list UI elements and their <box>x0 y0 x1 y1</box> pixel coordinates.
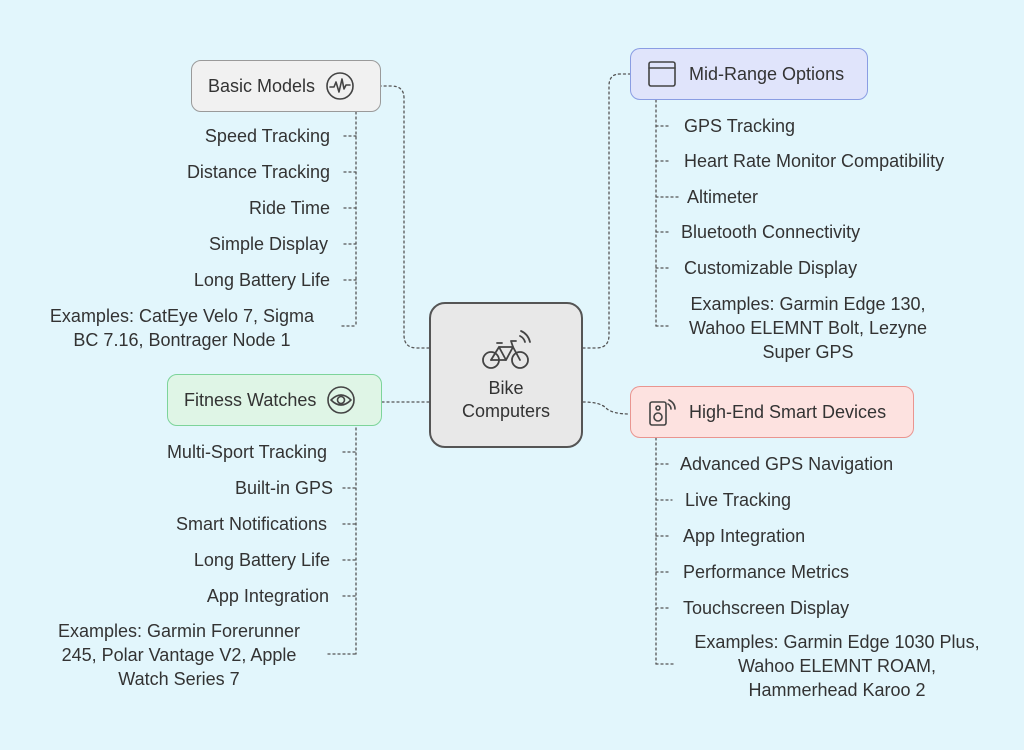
topic-mid-range-options: Mid-Range Options <box>630 48 868 100</box>
central-topic: Bike Computers <box>429 302 583 448</box>
fitness-item-examples: Examples: Garmin Forerunner 245, Polar V… <box>57 621 301 689</box>
basic-item-simple-display: Simple Display <box>208 234 328 254</box>
connector-center-mid <box>582 73 631 349</box>
high-item-touchscreen-display: Touchscreen Display <box>683 598 850 618</box>
eye-icon <box>326 385 356 415</box>
central-topic-title: Bike Computers <box>461 378 551 421</box>
topic-basic-models: Basic Models <box>191 60 381 112</box>
topic-fitness-watches-label: Fitness Watches <box>184 389 317 410</box>
connector-center-basic <box>380 85 430 349</box>
high-item-performance-metrics: Performance Metrics <box>683 562 850 582</box>
topic-basic-models-label: Basic Models <box>208 75 316 96</box>
high-item-live-tracking: Live Tracking <box>685 490 792 510</box>
mid-item-gps-tracking: GPS Tracking <box>684 116 796 136</box>
basic-item-distance-tracking: Distance Tracking <box>186 162 330 182</box>
high-item-examples: Examples: Garmin Edge 1030 Plus, Wahoo E… <box>694 632 980 700</box>
connector-center-high <box>582 401 631 415</box>
smart-speaker-icon <box>647 397 677 427</box>
basic-item-examples: Examples: CatEye Velo 7, Sigma BC 7.16, … <box>49 306 315 350</box>
mid-item-heart-rate-monitor: Heart Rate Monitor Compatibility <box>684 151 945 171</box>
mid-item-examples: Examples: Garmin Edge 130, Wahoo ELEMNT … <box>688 294 928 362</box>
mid-item-bluetooth-connectivity: Bluetooth Connectivity <box>681 222 861 242</box>
window-icon <box>647 59 677 89</box>
fitness-item-multi-sport-tracking: Multi-Sport Tracking <box>166 442 327 462</box>
fitness-item-long-battery-life: Long Battery Life <box>193 550 330 570</box>
fitness-item-app-integration: App Integration <box>206 586 329 606</box>
basic-item-long-battery-life: Long Battery Life <box>193 270 330 290</box>
fitness-item-built-in-gps: Built-in GPS <box>234 478 333 498</box>
topic-high-end-smart-devices: High-End Smart Devices <box>630 386 914 438</box>
bicycle-icon <box>480 327 532 373</box>
fitness-item-smart-notifications: Smart Notifications <box>175 514 327 534</box>
topic-high-end-smart-devices-label: High-End Smart Devices <box>689 401 887 422</box>
basic-item-ride-time: Ride Time <box>248 198 330 218</box>
mid-item-altimeter: Altimeter <box>687 187 759 207</box>
mid-item-customizable-display: Customizable Display <box>684 258 858 278</box>
waveform-icon <box>325 71 355 101</box>
high-item-app-integration: App Integration <box>683 526 806 546</box>
topic-fitness-watches: Fitness Watches <box>167 374 382 426</box>
topic-mid-range-options-label: Mid-Range Options <box>689 63 845 84</box>
basic-item-speed-tracking: Speed Tracking <box>204 126 330 146</box>
high-item-advanced-gps-navigation: Advanced GPS Navigation <box>680 454 894 474</box>
